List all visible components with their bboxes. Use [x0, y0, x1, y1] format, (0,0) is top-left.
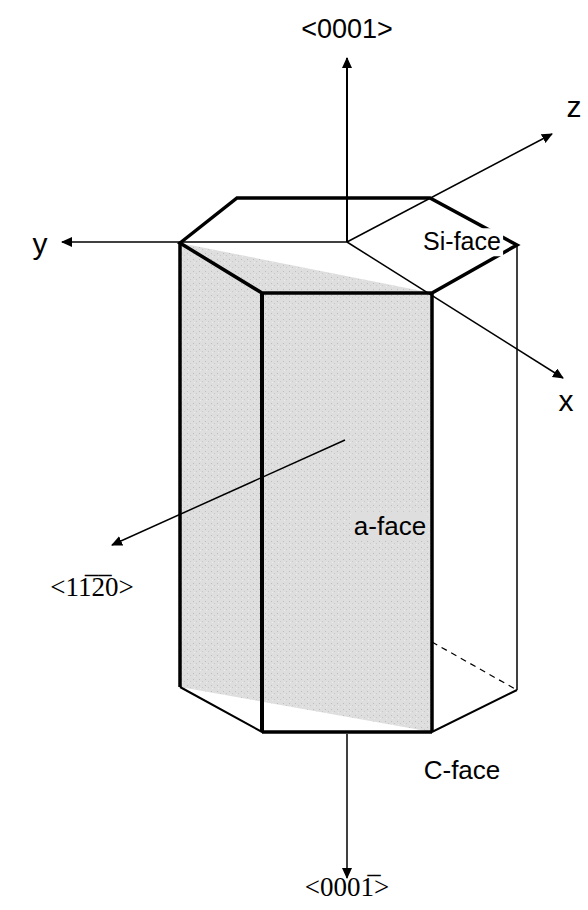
- z-axis: [347, 134, 552, 242]
- face-label: C-face: [422, 756, 503, 785]
- axis-label: y: [31, 227, 50, 260]
- a-plane: [180, 243, 432, 732]
- a-normal-arrow: [112, 440, 345, 545]
- face-label: a-face: [352, 512, 428, 541]
- c-bar-axis-arrow: [346, 734, 348, 878]
- face-label: Si-face: [421, 228, 503, 256]
- axis-label: z: [565, 90, 584, 123]
- axis-label: x: [557, 384, 576, 417]
- c-axis-arrow: [346, 58, 348, 242]
- si-face-hexagon: [180, 198, 517, 293]
- x-axis: [347, 242, 563, 378]
- direction-label: <0001̅>: [303, 873, 391, 903]
- direction-label: <0001>: [299, 15, 395, 45]
- hidden-edge: [432, 642, 517, 690]
- direction-label: <11̅2̅0>: [48, 573, 135, 603]
- y-axis: [62, 241, 347, 243]
